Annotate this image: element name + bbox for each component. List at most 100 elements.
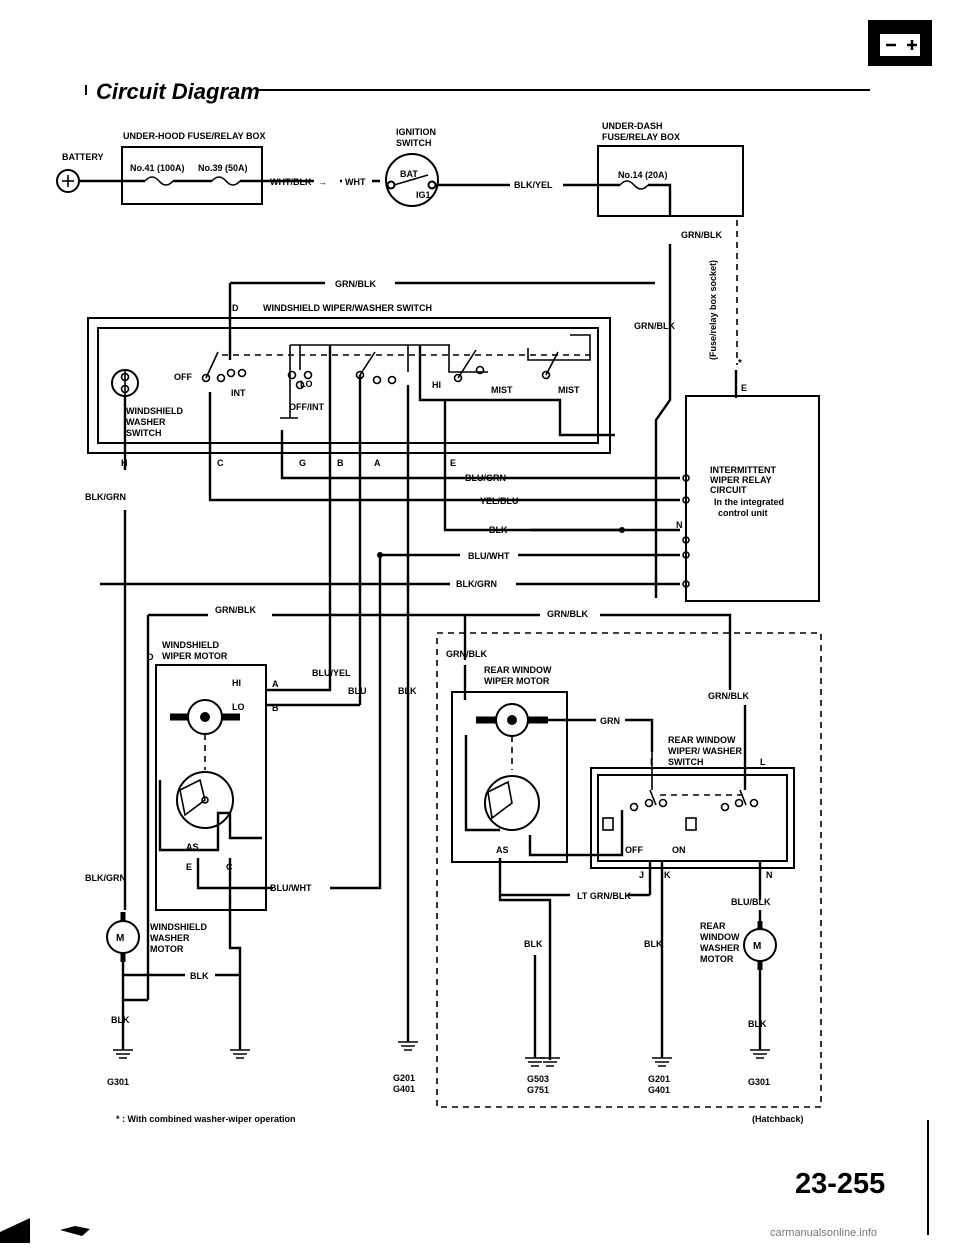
wiper-motor-label-1: WINDSHIELD: [162, 640, 219, 650]
fuse-39-icon: [211, 176, 241, 186]
rear-washer-motor-icon: M: [743, 921, 777, 970]
rear-switch-contacts: [602, 798, 759, 831]
svg-text:AS: AS: [496, 845, 509, 855]
blu-wht-motor-label: BLU/WHT: [270, 883, 312, 893]
blu-yel-label: BLU/YEL: [312, 668, 351, 678]
grn-blk-rear-feed-label: GRN/BLK: [547, 609, 588, 619]
washer-motor-label-1: WINDSHIELD: [150, 922, 207, 932]
wiper-switch-title: WINDSHIELD WIPER/WASHER SWITCH: [263, 303, 432, 313]
footnote: * : With combined washer-wiper operation: [116, 1114, 295, 1124]
svg-text:HI: HI: [432, 380, 441, 390]
wiper-motor-label-2: WIPER MOTOR: [162, 651, 228, 661]
wiper-motor-icon: [170, 699, 240, 770]
rear-motor-label-1: REAR WINDOW: [484, 665, 552, 675]
svg-text:*: *: [738, 358, 742, 369]
rear-blk-1: BLK: [524, 939, 543, 949]
hatchback-section: [436, 632, 822, 1108]
fuse-14-label: No.14 (20A): [618, 170, 668, 180]
svg-text:HI: HI: [232, 678, 241, 688]
rear-washer-label-4: MOTOR: [700, 954, 734, 964]
under-dash-fuse-box: [597, 145, 744, 217]
washer-motor-label-2: WASHER: [150, 933, 190, 943]
svg-text:IG1: IG1: [416, 190, 431, 200]
svg-text:MIST: MIST: [558, 385, 580, 395]
rear-blk-3: BLK: [748, 1019, 767, 1029]
relay-label-5: control unit: [718, 508, 768, 518]
ignition-switch-label-2: SWITCH: [396, 138, 432, 148]
page-number: 23-255: [795, 1168, 885, 1200]
svg-text:OFF/INT: OFF/INT: [289, 402, 324, 412]
windshield-wiper-motor-box: [155, 664, 267, 911]
blk-g301-label: BLK: [111, 1015, 130, 1025]
rear-grn-label: GRN: [600, 716, 620, 726]
under-hood-box-label: UNDER-HOOD FUSE/RELAY BOX: [123, 131, 266, 141]
svg-text:E: E: [741, 383, 747, 393]
svg-text:J: J: [639, 870, 644, 880]
washer-switch-label-1: WINDSHIELD: [126, 406, 183, 416]
rear-switch-label-3: SWITCH: [668, 757, 704, 767]
rear-switch-label-1: REAR WINDOW: [668, 735, 736, 745]
ground-icon: [113, 1041, 418, 1059]
wire-blk-yel-label: BLK/YEL: [514, 180, 553, 190]
grn-blk-motor-label: GRN/BLK: [215, 605, 256, 615]
fuse-socket-note: (Fuse/relay box socket): [708, 260, 718, 360]
rear-blk-2: BLK: [644, 939, 663, 949]
wire-blk-grn-label: BLK/GRN: [456, 579, 497, 589]
rear-ground-icon: [525, 1049, 770, 1067]
fuse-39-label: No.39 (50A): [198, 163, 248, 173]
svg-text:B: B: [337, 458, 344, 468]
svg-text:A: A: [272, 679, 279, 689]
svg-text:B: B: [272, 703, 279, 713]
svg-text:A: A: [374, 458, 381, 468]
wiper-cam-icon: [176, 771, 234, 829]
svg-text:BLK: BLK: [398, 686, 417, 696]
fuse-41-icon: [144, 176, 174, 186]
rear-grn-blk-right-label: GRN/BLK: [708, 691, 749, 701]
battery-label: BATTERY: [62, 152, 104, 162]
svg-text:K: K: [664, 870, 671, 880]
svg-text:OFF: OFF: [174, 372, 192, 382]
watermark: carmanualsonline.info: [770, 1227, 877, 1239]
relay-label-1: INTERMITTENT: [710, 465, 776, 475]
rear-washer-label-2: WINDOW: [700, 932, 740, 942]
svg-text:MIST: MIST: [491, 385, 513, 395]
blk-grn-left-label: BLK/GRN: [85, 492, 126, 502]
svg-text:LO: LO: [232, 702, 245, 712]
rear-switch-label-2: WIPER/ WASHER: [668, 746, 743, 756]
wire-wht-label: WHT: [345, 177, 366, 187]
grn-blk-mid-label: GRN/BLK: [634, 321, 675, 331]
under-dash-box-label-1: UNDER-DASH: [602, 121, 663, 131]
ground-g401: G401: [393, 1084, 415, 1094]
rear-wiper-motor-icon: [476, 703, 548, 831]
blk-washer-label: BLK: [190, 971, 209, 981]
svg-text:N: N: [676, 520, 683, 530]
rear-grn-blk-label: GRN/BLK: [446, 649, 487, 659]
svg-text:E: E: [450, 458, 456, 468]
svg-text:LO: LO: [300, 379, 313, 389]
rear-washer-label-3: WASHER: [700, 943, 740, 953]
grn-blk-switch-feed-label: GRN/BLK: [335, 279, 376, 289]
svg-text:N: N: [766, 870, 773, 880]
washer-motor-label-3: MOTOR: [150, 944, 184, 954]
svg-text:E: E: [186, 862, 192, 872]
under-dash-box-label-2: FUSE/RELAY BOX: [602, 132, 680, 142]
wiper-washer-switch-box: [87, 317, 611, 454]
relay-label-3: CIRCUIT: [710, 485, 747, 495]
svg-text:BAT: BAT: [400, 169, 418, 179]
washer-switch-label-2: WASHER: [126, 417, 166, 427]
rear-washer-label-1: REAR: [700, 921, 726, 931]
svg-text:D: D: [147, 652, 154, 662]
ground-g201: G201: [393, 1073, 415, 1083]
ground-g751: G751: [527, 1085, 549, 1095]
washer-motor-icon: M: [106, 912, 140, 962]
under-hood-fuse-box: [121, 146, 263, 205]
intermittent-relay-box: [685, 395, 820, 602]
ignition-switch: [385, 153, 439, 207]
svg-text:AS: AS: [186, 842, 199, 852]
rear-ground-g401: G401: [648, 1085, 670, 1095]
relay-label-4: In the integrated: [714, 497, 784, 507]
svg-text:ON: ON: [672, 845, 686, 855]
svg-text:OFF: OFF: [625, 845, 643, 855]
